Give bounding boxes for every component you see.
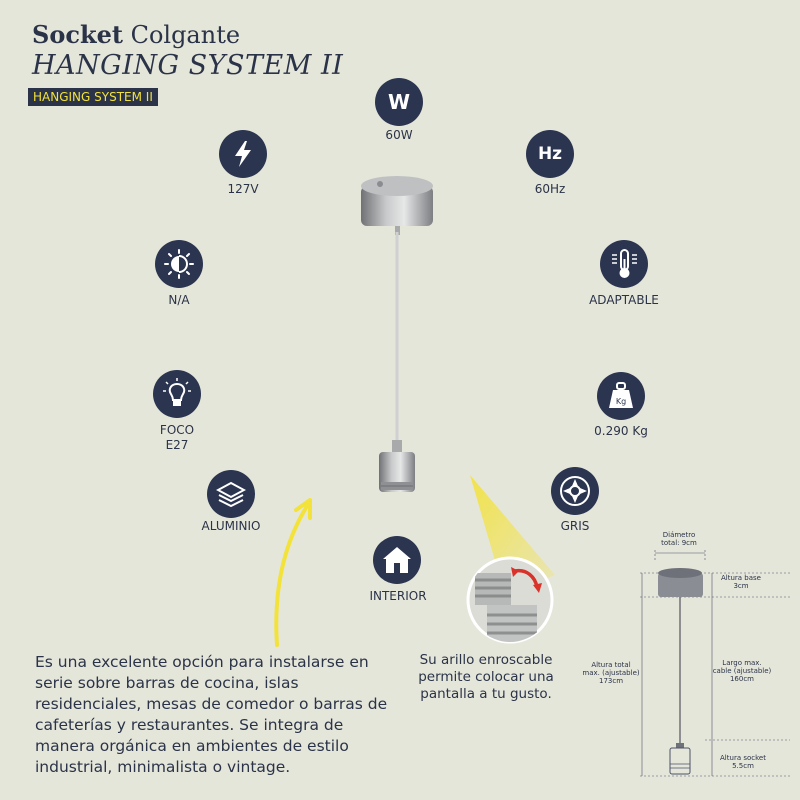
dimension-diameter-line2: total: 9cm xyxy=(661,539,697,547)
dimension-cable-line2: cable (ajustable) xyxy=(712,667,772,675)
dimension-total-line1: Altura total xyxy=(591,661,631,669)
ring-zoom-image xyxy=(466,556,554,644)
product-description: Es una excelente opción para instalarse … xyxy=(35,653,388,776)
weight-icon: Kg xyxy=(597,372,645,420)
model-badge: HANGING SYSTEM II xyxy=(28,88,158,106)
socket xyxy=(379,440,415,492)
frequency-label: 60Hz xyxy=(534,182,566,196)
dimension-socket-line1: Altura socket xyxy=(720,754,766,762)
ceiling-canopy xyxy=(361,176,433,226)
light-bulb-icon xyxy=(153,370,201,418)
weight-icon-text: Kg xyxy=(616,397,626,406)
watts-icon: W xyxy=(375,78,423,126)
layers-icon xyxy=(207,470,255,518)
product-type: Colgante xyxy=(130,21,241,49)
light-output-icon xyxy=(155,240,203,288)
dimension-socket-line2: 5.5cm xyxy=(732,762,754,770)
dimension-diagram xyxy=(640,550,790,777)
ring-caption: Su arillo enroscable permite colocar una… xyxy=(418,652,554,702)
dimension-diameter-line1: Diámetro xyxy=(662,531,696,539)
dimension-cable-line1: Largo max. xyxy=(722,659,762,667)
yellow-arrow-icon xyxy=(274,498,312,647)
bulb-label-line2: E27 xyxy=(165,438,189,452)
location-label: INTERIOR xyxy=(369,589,427,603)
pendant-lamp-image xyxy=(361,176,433,492)
weight-label: 0.290 Kg xyxy=(594,424,648,438)
dimension-base-line1: Altura base xyxy=(721,574,761,582)
model-title: HANGING SYSTEM II xyxy=(32,50,344,81)
hertz-icon-text: Hz xyxy=(537,144,563,164)
thermometer-icon xyxy=(600,240,648,288)
dimension-total-line2: max. (ajustable) xyxy=(582,669,640,677)
voltage-label: 127V xyxy=(227,182,259,196)
brand-name: Socket xyxy=(32,20,123,49)
dimension-cable-line3: 160cm xyxy=(729,675,755,683)
hertz-icon: Hz xyxy=(526,130,574,178)
lightning-bolt-icon xyxy=(219,130,267,178)
dimension-total-line3: 173cm xyxy=(598,677,624,685)
material-label: ALUMINIO xyxy=(201,519,261,533)
temperature-label: ADAPTABLE xyxy=(589,293,659,307)
house-icon xyxy=(373,536,421,584)
bulb-label-line1: FOCO xyxy=(159,423,195,437)
watts-icon-text: W xyxy=(387,90,411,114)
color-label: GRIS xyxy=(560,519,590,533)
watts-label: 60W xyxy=(385,128,413,142)
color-wheel-icon xyxy=(551,467,599,515)
dimension-cable-length: Largo max.cable (ajustable)160cm xyxy=(713,659,772,683)
dimension-base-line2: 3cm xyxy=(733,582,749,590)
product-title: Socket Colgante xyxy=(32,20,240,49)
light-label: N/A xyxy=(168,293,190,307)
